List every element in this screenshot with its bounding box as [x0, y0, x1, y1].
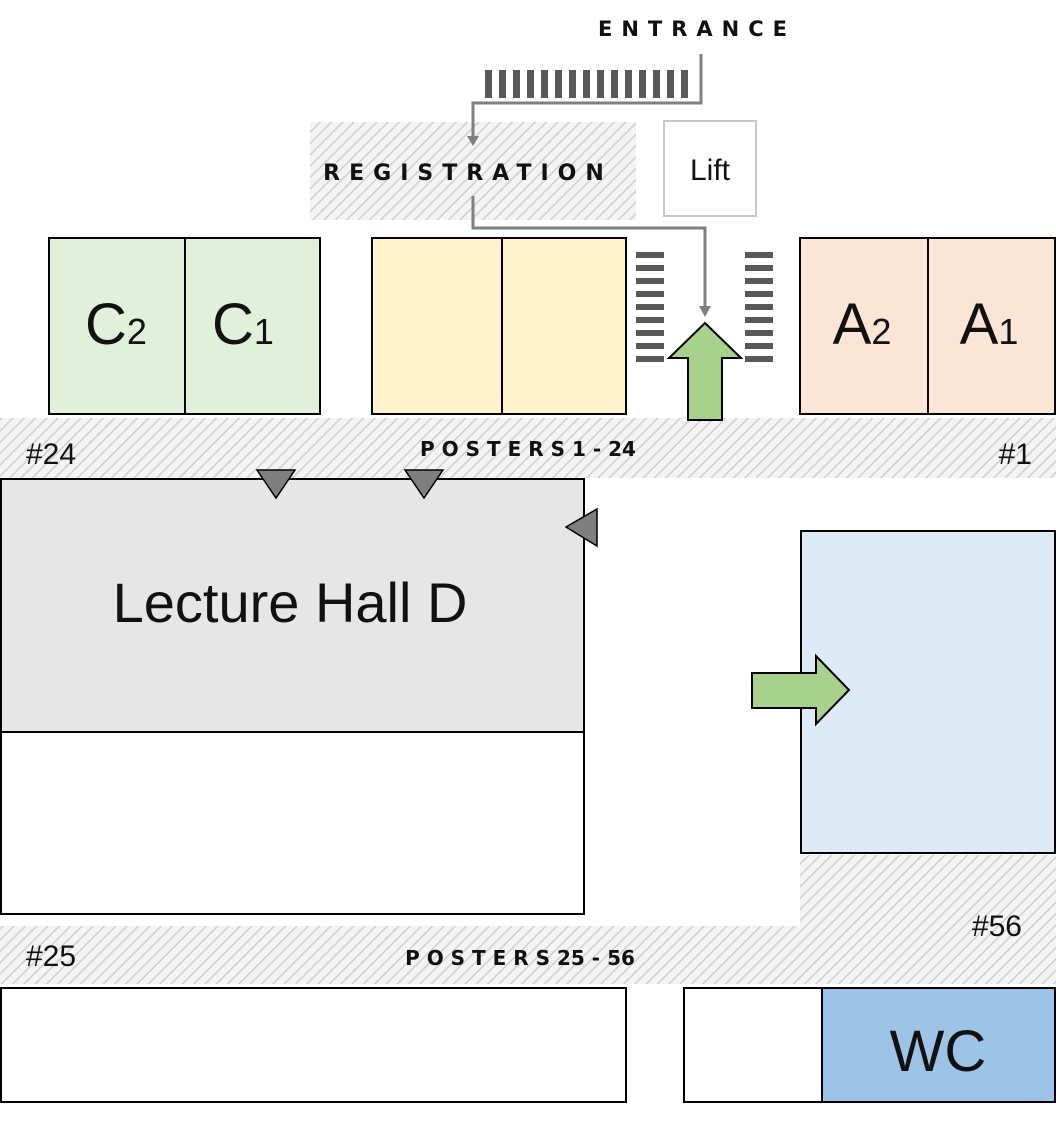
room-a2[interactable]: [799, 237, 929, 415]
lift-box[interactable]: [663, 120, 757, 217]
posters-bottom-label: P O S T E R S 25 - 56: [405, 946, 635, 970]
route-arrowhead-hall: [699, 306, 711, 317]
door-triangle-icon: [255, 469, 297, 500]
route-arrowhead-registration: [467, 136, 479, 146]
door-triangle-icon: [403, 469, 445, 500]
room-wc[interactable]: [821, 987, 1056, 1103]
lecture-hall-d-label: Lecture Hall D: [113, 571, 468, 634]
up-arrow-icon: [666, 321, 744, 421]
room-c1[interactable]: [184, 237, 321, 415]
stairs-left: [636, 252, 664, 362]
posters-bottom-end: #56: [972, 910, 1022, 943]
room-a2-label: A2: [833, 292, 892, 357]
posters-top-start: #24: [26, 438, 76, 471]
route-path: [471, 54, 707, 310]
room-c2-label: C2: [85, 292, 147, 357]
room-c1-label: C1: [212, 292, 274, 357]
posters-bottom-start: #25: [26, 940, 76, 973]
registration-label: REGISTRATION: [323, 161, 613, 186]
entrance-label: ENTRANCE: [598, 17, 796, 41]
wc-label: WC: [890, 1019, 987, 1084]
stairs-right: [745, 252, 773, 362]
right-arrow-icon: [751, 653, 851, 727]
room-yellow-right[interactable]: [501, 237, 627, 415]
door-triangle-icon: [564, 507, 598, 548]
room-bottom-left[interactable]: [0, 987, 627, 1103]
room-bottom-small[interactable]: [683, 987, 823, 1103]
lift-label: Lift: [690, 154, 731, 187]
entrance-stairs: [485, 70, 688, 98]
posters-top-end: #1: [999, 438, 1032, 471]
room-a1[interactable]: [927, 237, 1056, 415]
room-yellow-left[interactable]: [371, 237, 503, 415]
lecture-hall-d[interactable]: [0, 478, 585, 733]
lecture-hall-lower-room[interactable]: [0, 731, 585, 915]
posters-top-label: P O S T E R S 1 - 24: [420, 437, 636, 461]
room-c2[interactable]: [48, 237, 186, 415]
room-a1-label: A1: [960, 292, 1019, 357]
posters-bottom-corridor-side[interactable]: [800, 855, 1056, 927]
posters-top-corridor[interactable]: [0, 418, 1056, 478]
posters-bottom-corridor[interactable]: [0, 926, 1056, 984]
